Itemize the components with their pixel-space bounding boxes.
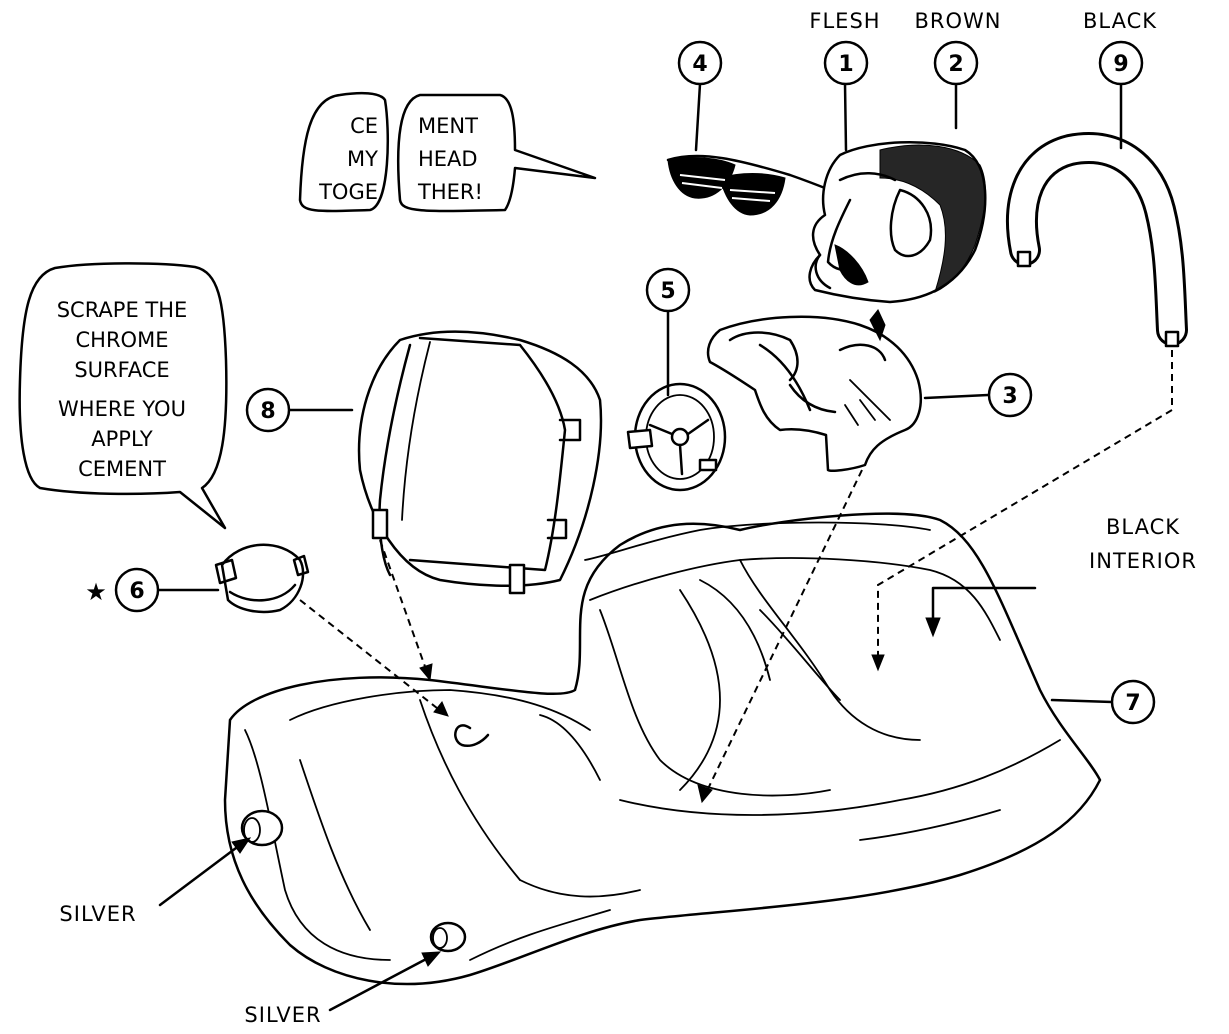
callout-1: 1: [825, 42, 867, 84]
scrape-line-5: APPLY: [91, 427, 153, 451]
callout-5-number: 5: [660, 279, 675, 304]
cement-left-line-1: CE: [350, 114, 378, 138]
steering-wheel-part-5: [628, 384, 725, 490]
hood-ornament-part-6: [216, 545, 308, 612]
label-flesh: FLESH: [809, 9, 880, 33]
windshield-part-8: [359, 332, 601, 593]
callout-2-number: 2: [948, 52, 963, 77]
callout-8-number: 8: [260, 399, 275, 424]
callout-7: 7: [1112, 681, 1154, 723]
scrape-line-6: CEMENT: [78, 457, 166, 481]
label-brown: BROWN: [914, 9, 1001, 33]
scrape-line-4: WHERE YOU: [58, 397, 186, 421]
cement-left-line-3: TOGE: [318, 180, 378, 204]
driver-torso-part-3: [708, 310, 921, 471]
label-black: BLACK: [1083, 9, 1157, 33]
callout-8: 8: [247, 389, 289, 431]
cement-left-line-2: MY: [347, 147, 378, 171]
callout-1-number: 1: [838, 52, 853, 77]
label-silver-left: SILVER: [59, 902, 136, 926]
callout-9: 9: [1100, 42, 1142, 84]
roll-bar-part-9: [1018, 148, 1178, 346]
scrape-line-2: CHROME: [76, 328, 169, 352]
cement-right-line-1: MENT: [418, 114, 478, 138]
callout-3-number: 3: [1002, 384, 1017, 409]
callout-6: 6 ★: [85, 569, 158, 611]
car-body-part-7: [225, 514, 1100, 984]
star-icon: ★: [85, 578, 107, 606]
cement-right-line-2: HEAD: [418, 147, 478, 171]
callout-3: 3: [989, 374, 1031, 416]
head-parts-1-2: [810, 142, 986, 302]
label-silver-bottom: SILVER: [244, 1003, 321, 1027]
scrape-line-3: SURFACE: [74, 358, 169, 382]
scrape-line-1: SCRAPE THE: [57, 298, 188, 322]
callout-2: 2: [935, 42, 977, 84]
label-black-interior-2: INTERIOR: [1089, 549, 1197, 573]
callout-7-number: 7: [1125, 691, 1140, 716]
sunglasses-part-4: [668, 156, 835, 215]
speech-bubble-cement: CE MY TOGE MENT HEAD THER!: [300, 93, 595, 211]
callout-4: 4: [679, 42, 721, 84]
cement-right-line-3: THER!: [417, 180, 483, 204]
callout-9-number: 9: [1113, 52, 1128, 77]
callout-4-number: 4: [692, 52, 707, 77]
speech-bubble-scrape: SCRAPE THE CHROME SURFACE WHERE YOU APPL…: [20, 263, 227, 528]
label-black-interior-1: BLACK: [1106, 515, 1180, 539]
callout-5: 5: [647, 269, 689, 311]
callout-6-number: 6: [129, 579, 144, 604]
